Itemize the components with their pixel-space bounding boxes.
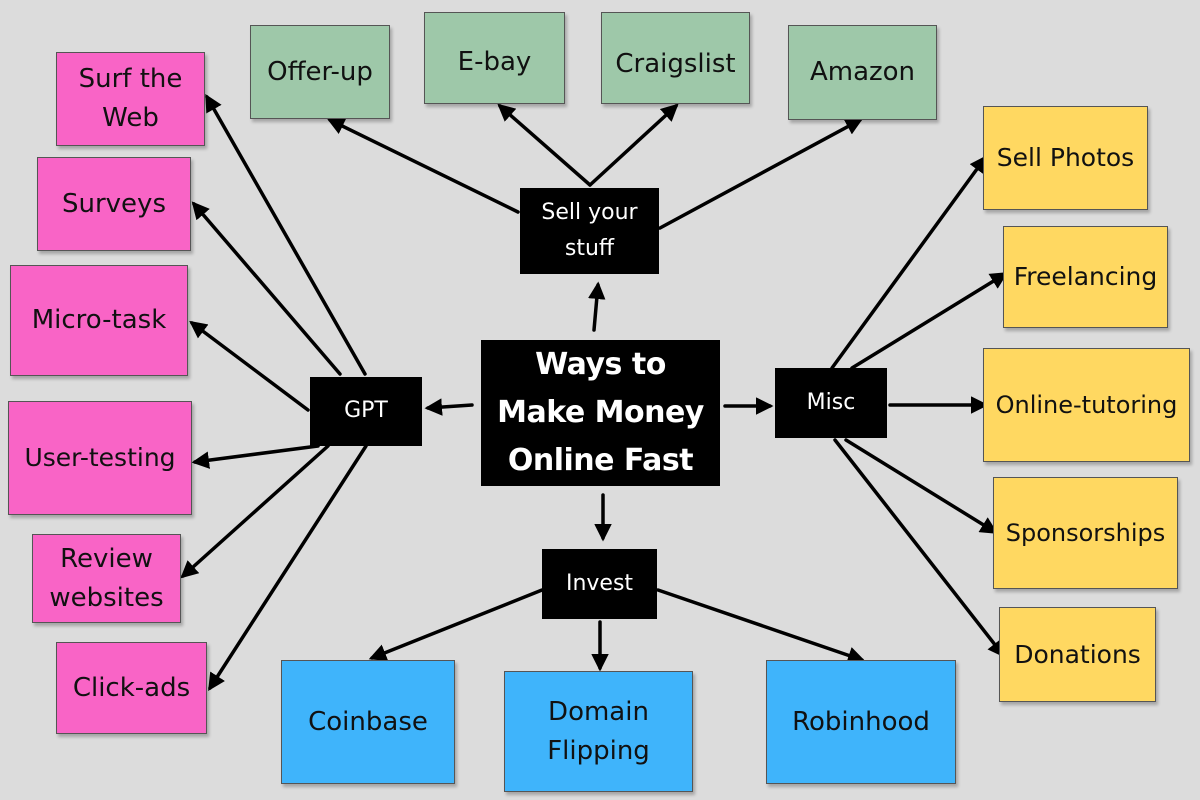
arrow-gpt-usertesting <box>191 444 320 469</box>
category-misc: Misc <box>775 368 887 438</box>
arrow-center-to-sell <box>588 281 606 332</box>
invest-item-domain-flipping: Domain Flipping <box>504 671 693 792</box>
category-gpt: GPT <box>310 377 422 446</box>
arrow-center-to-gpt <box>424 398 474 416</box>
arrow-sell-craigslist <box>588 103 679 187</box>
arrow-gpt-clickads <box>208 444 368 691</box>
arrow-sell-amazon <box>658 118 864 230</box>
gpt-item-user-testing: User-testing <box>8 401 192 515</box>
gpt-item-review-websites: Review websites <box>32 534 181 623</box>
arrow-invest-coinbase <box>368 588 544 661</box>
misc-item-freelancing: Freelancing <box>1003 226 1168 328</box>
invest-item-robinhood: Robinhood <box>766 660 956 784</box>
arrow-invest-robinhood <box>656 588 866 664</box>
gpt-item-surf-the-web: Surf the Web <box>56 52 205 146</box>
sell-item-e-bay: E-bay <box>424 12 565 104</box>
arrow-sell-ebay <box>497 103 592 187</box>
gpt-item-micro-task: Micro-task <box>10 265 188 376</box>
arrow-sell-offerup <box>326 118 520 214</box>
arrow-gpt-surfweb <box>205 93 367 376</box>
title-text: Ways to Make Money Online Fast <box>497 347 704 478</box>
invest-item-coinbase: Coinbase <box>281 660 455 784</box>
misc-item-online-tutoring: Online-tutoring <box>983 348 1190 462</box>
misc-item-sell-photos: Sell Photos <box>983 106 1148 210</box>
arrow-gpt-surveys <box>191 201 342 376</box>
arrow-misc-freelancing <box>850 272 1008 370</box>
misc-item-sponsorships: Sponsorships <box>993 477 1178 589</box>
category-sell-your-stuff: Sell your stuff <box>520 188 659 274</box>
sell-item-amazon: Amazon <box>788 25 937 120</box>
arrow-gpt-microtask <box>189 320 310 412</box>
gpt-item-surveys: Surveys <box>37 157 191 251</box>
arrow-misc-donations <box>833 438 1006 658</box>
misc-item-donations: Donations <box>999 607 1156 702</box>
category-invest: Invest <box>542 549 657 619</box>
sell-item-offer-up: Offer-up <box>250 25 390 119</box>
arrow-misc-sponsorships <box>844 438 998 534</box>
arrow-misc-photos <box>830 155 988 370</box>
gpt-item-click-ads: Click-ads <box>56 642 207 734</box>
diagram-title: Ways to Make Money Online Fast <box>481 340 720 486</box>
arrow-gpt-review <box>180 444 330 579</box>
sell-item-craigslist: Craigslist <box>601 12 750 104</box>
